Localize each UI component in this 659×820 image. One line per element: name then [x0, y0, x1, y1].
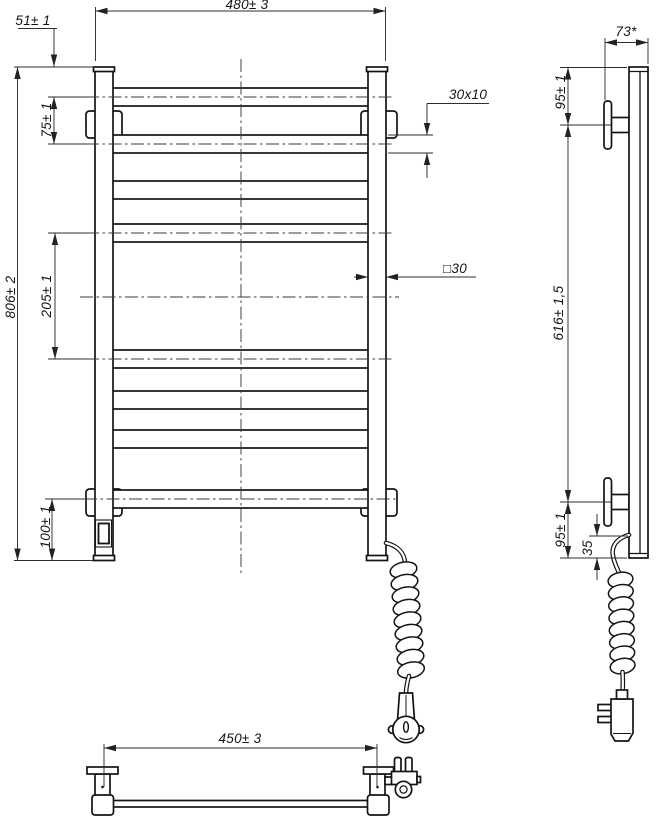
dim-label-cable-exit: 35	[580, 540, 595, 556]
dim-bracket-vertical-span: 616± 1,5	[551, 125, 572, 502]
dim-overall-width: 480± 3	[95, 0, 386, 61]
dim-label-top-offset: 51± 1	[15, 13, 50, 28]
post-cap	[92, 66, 116, 73]
centerlines	[80, 59, 399, 574]
power-cord-side	[597, 532, 636, 742]
bracket-stem-top	[94, 773, 111, 797]
plug-face-detail	[399, 737, 413, 741]
post-cap	[92, 554, 116, 562]
dimensions: 480± 3 51± 1 75± 1 806± 2 205± 1	[3, 0, 649, 787]
dim-label-rung-section: 30x10	[449, 87, 487, 102]
dim-overall-height: 806± 2	[3, 66, 94, 561]
dim-middle-gap: 205± 1	[39, 232, 86, 360]
plug-prong	[404, 756, 413, 774]
rung	[111, 87, 370, 107]
dim-label-rung-pitch: 75± 1	[39, 102, 54, 137]
dim-label-side-bottom-offset: 95± 1	[553, 512, 568, 547]
power-cord-front	[383, 540, 426, 744]
dim-label-post-section: □30	[443, 261, 467, 276]
dim-label-bracket-vertical-span: 616± 1,5	[551, 285, 566, 340]
plug-body-step	[416, 775, 422, 784]
rungs	[111, 87, 370, 509]
plug-gland-outer	[394, 780, 413, 799]
heater-housing	[94, 519, 113, 548]
plug-prong	[393, 756, 402, 774]
dim-label-side-top-offset: 95± 1	[553, 74, 568, 109]
bracket-stem	[610, 493, 630, 511]
dim-rung-pitch: 75± 1	[39, 96, 86, 145]
dim-top-offset: 51± 1	[15, 13, 58, 67]
plug-prong	[597, 715, 613, 724]
center-mark	[101, 785, 104, 789]
rung	[111, 223, 370, 243]
bracket-stem	[610, 116, 630, 134]
plug-prong	[597, 703, 613, 712]
side-post	[628, 66, 649, 559]
plug-front	[387, 692, 425, 744]
rung	[111, 180, 370, 200]
housing-inner	[97, 522, 110, 545]
cord-segment	[610, 532, 632, 578]
dim-label-overall-width: 480± 3	[226, 0, 269, 12]
post-cap	[365, 554, 389, 562]
plug-gland-inner	[399, 785, 408, 794]
posts	[92, 66, 389, 562]
bracket-stem-top	[369, 773, 386, 797]
plug-body	[610, 698, 634, 742]
dim-cable-exit: 35	[580, 514, 628, 580]
cord-coil	[607, 571, 636, 675]
rung	[111, 134, 370, 154]
dim-label-middle-gap: 205± 1	[39, 275, 54, 319]
plug-side	[597, 689, 634, 742]
bottom-rung-top-view	[111, 799, 370, 808]
post-left	[94, 67, 114, 558]
dim-bottom-offset: 100± 1	[38, 498, 84, 561]
rung	[111, 390, 370, 410]
post-section-top-view	[91, 794, 115, 816]
plug-pin-slot	[402, 721, 410, 733]
rung	[111, 349, 370, 369]
cord-segment	[611, 533, 631, 577]
post-right	[367, 67, 387, 558]
cord-segment	[384, 541, 407, 564]
wall-bracket-tabs	[85, 110, 398, 517]
bracket-flange-top	[86, 766, 119, 775]
dim-post-section: □30	[354, 261, 476, 281]
dim-mounting-depth: 73*	[604, 24, 649, 100]
rung	[111, 429, 370, 449]
dim-bracket-spacing: 450± 3	[103, 731, 378, 787]
dim-label-overall-height: 806± 2	[3, 275, 18, 318]
side-brackets	[603, 100, 630, 527]
cord-coil	[389, 561, 426, 679]
dim-side-bottom-offset: 95± 1	[553, 501, 627, 559]
front-view	[85, 66, 426, 744]
plug-sleeve	[615, 689, 629, 700]
plug-top-view	[384, 756, 422, 799]
dim-label-bracket-spacing: 450± 3	[219, 731, 262, 746]
plug-face	[391, 715, 421, 744]
bracket-flange-top	[362, 766, 395, 775]
post-section-top-view	[366, 794, 390, 816]
bottom-view	[86, 756, 422, 816]
post-cap	[365, 66, 389, 73]
dim-label-mounting-depth: 73*	[615, 24, 637, 39]
side-view	[597, 66, 649, 742]
dim-rung-section: 30x10	[388, 87, 489, 178]
rung	[111, 489, 370, 509]
dim-side-top-offset: 95± 1	[553, 67, 627, 126]
dim-label-bottom-offset: 100± 1	[38, 506, 53, 549]
